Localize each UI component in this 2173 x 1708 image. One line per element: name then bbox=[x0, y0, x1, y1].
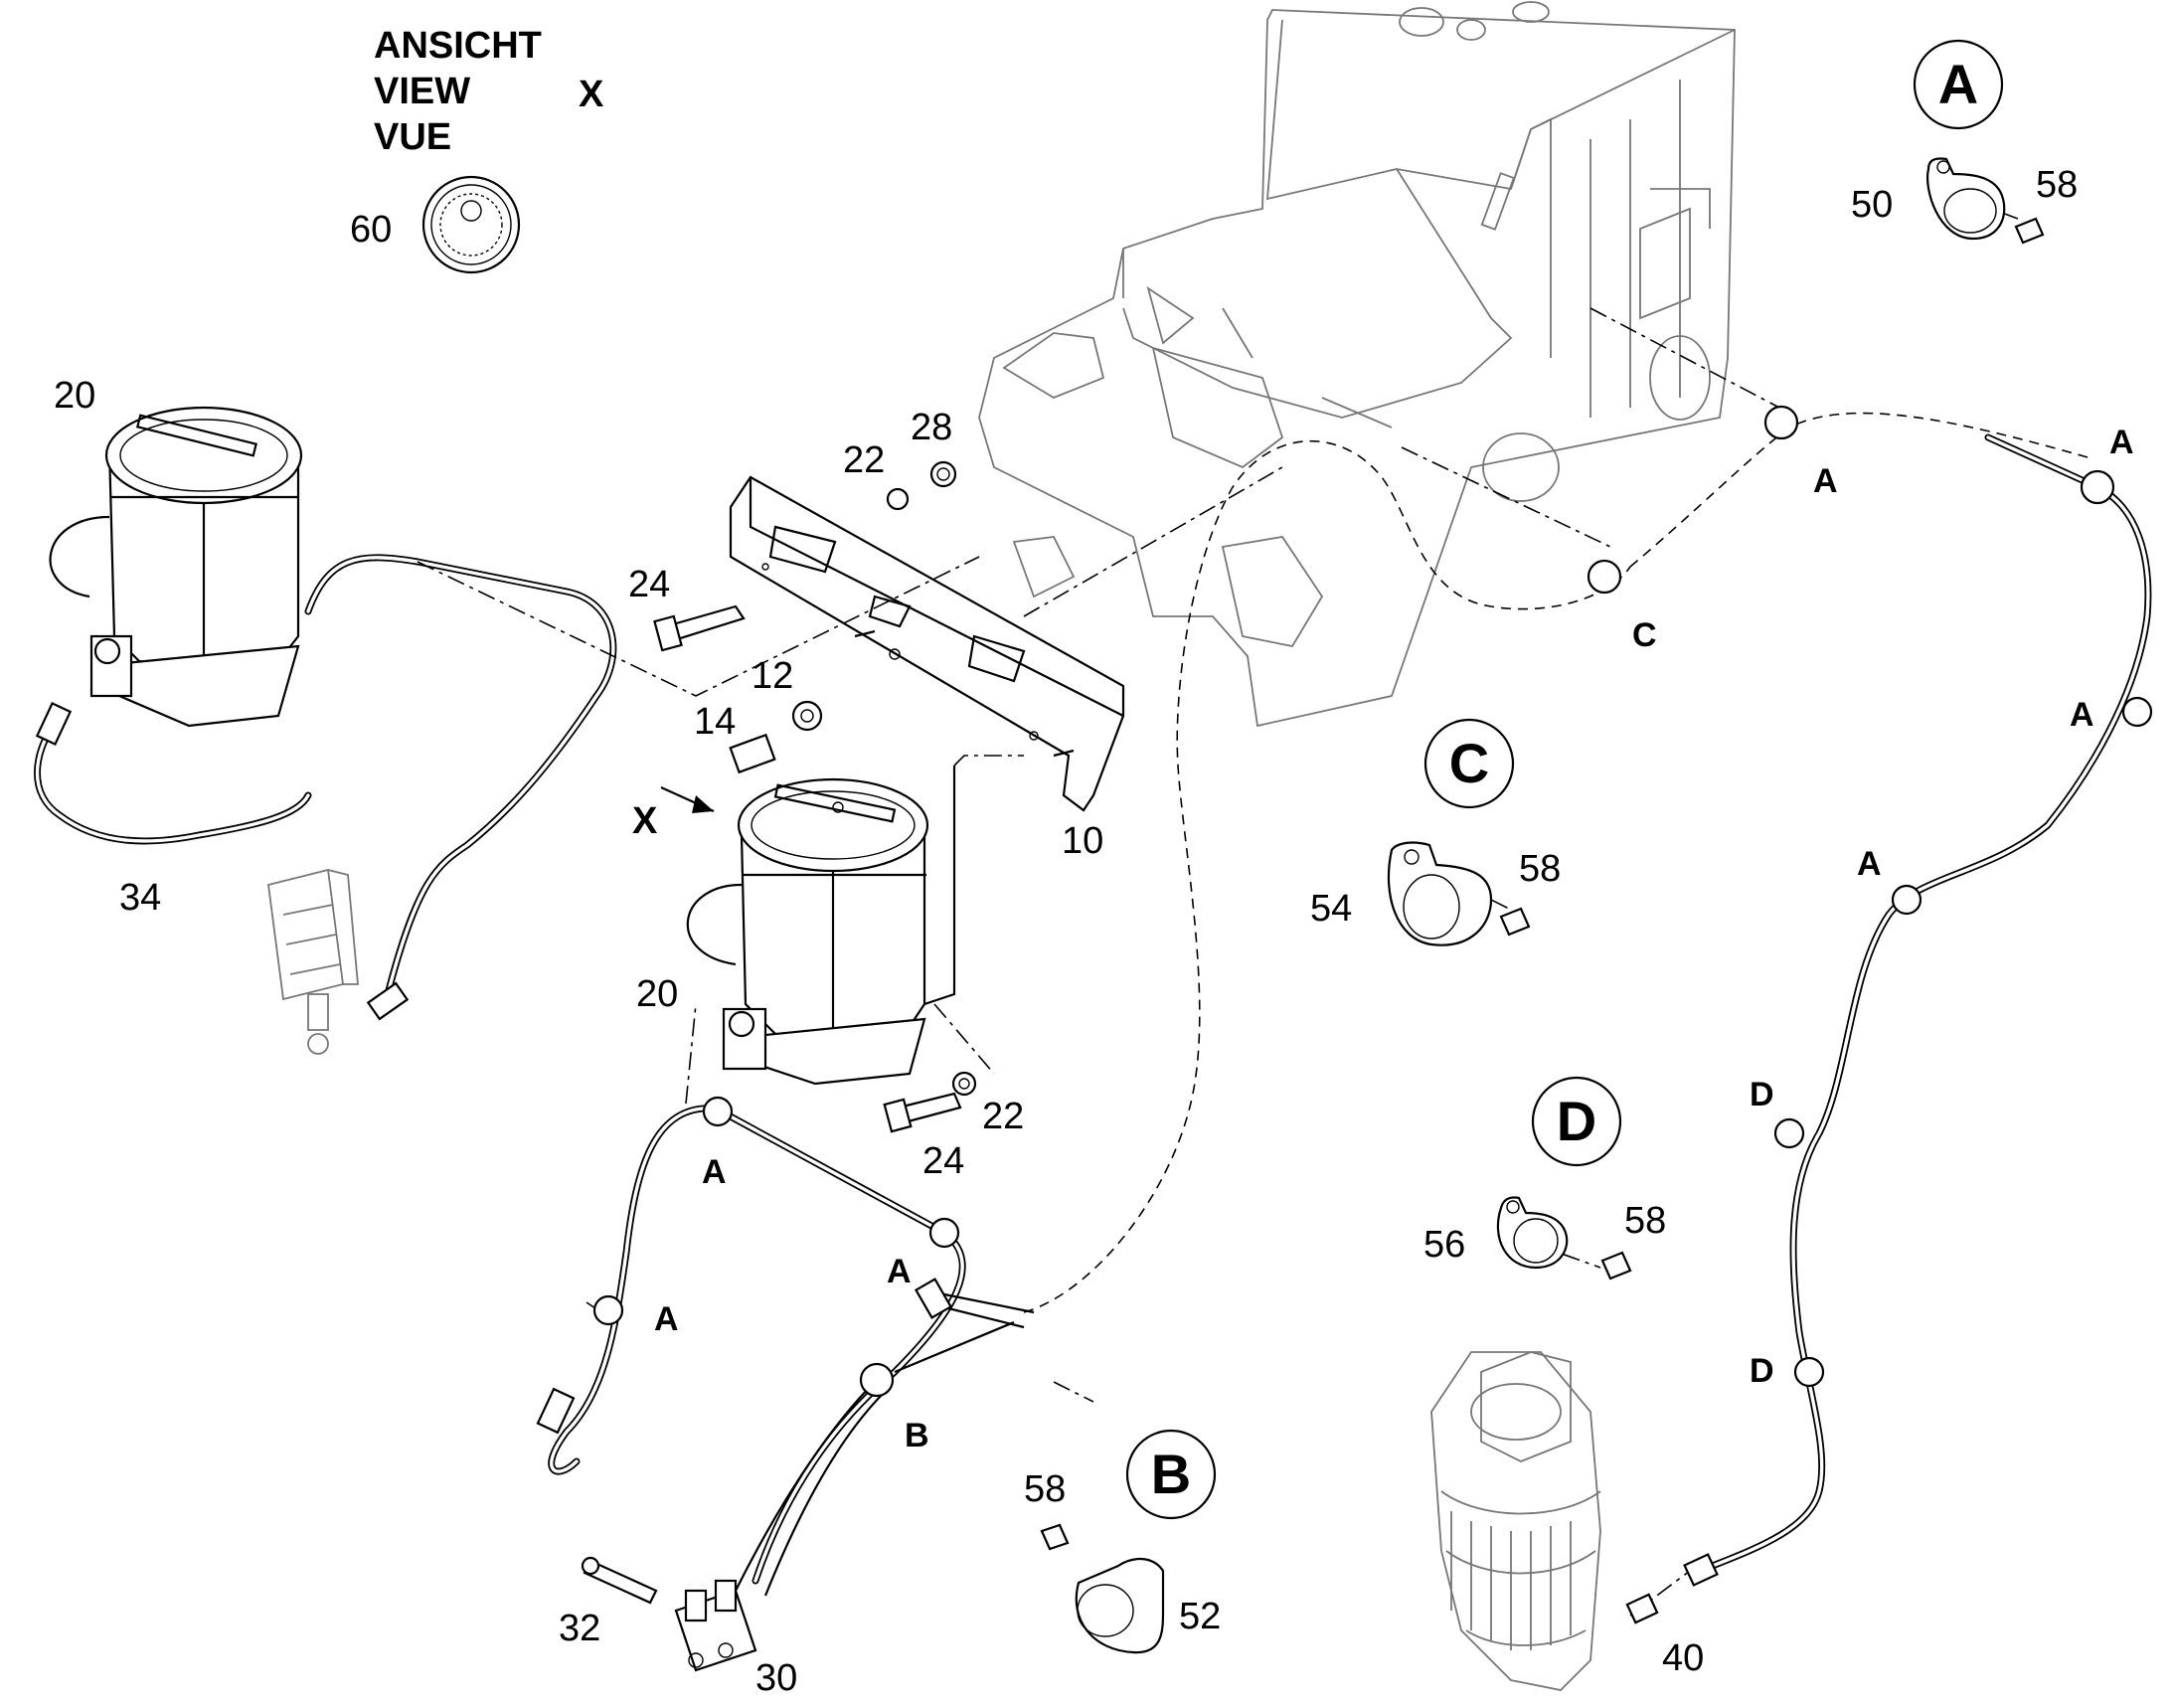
detail-letter-c: C bbox=[1449, 732, 1489, 794]
view-label-english: VIEW bbox=[374, 71, 470, 112]
part-32-bolt: 32 bbox=[559, 1556, 658, 1649]
part-number-30: 30 bbox=[755, 1657, 797, 1699]
clamp-label-a-right-1: A bbox=[2109, 424, 2134, 461]
detail-b: B 58 52 bbox=[1024, 1429, 1221, 1654]
part-number-14: 14 bbox=[694, 701, 736, 743]
part-number-10: 10 bbox=[1062, 820, 1103, 862]
part-number-58-b: 58 bbox=[1024, 1468, 1066, 1510]
left-hose-assembly: A A A B bbox=[536, 1096, 1035, 1597]
part-10-mounting-bracket: 10 bbox=[729, 475, 1125, 862]
leader-lines bbox=[417, 188, 2089, 1617]
clamp-label-a-right-3: A bbox=[2070, 696, 2094, 734]
detail-circle-c bbox=[1423, 718, 1515, 809]
view-arrow-x: X bbox=[632, 800, 658, 842]
part-number-24-bottom: 24 bbox=[922, 1140, 964, 1182]
part-number-34: 34 bbox=[119, 877, 161, 919]
clamp-label-d-1: D bbox=[1750, 1076, 1774, 1113]
part-30-connector: 30 bbox=[674, 1579, 797, 1699]
part-number-56: 56 bbox=[1423, 1224, 1465, 1266]
part-number-40: 40 bbox=[1662, 1637, 1704, 1679]
detail-circle-b bbox=[1125, 1429, 1217, 1520]
view-x-legend: ANSICHT VIEW VUE X bbox=[374, 25, 604, 158]
detail-c: C 54 58 bbox=[1310, 718, 1561, 946]
gearbox-drive: 40 bbox=[1430, 1351, 1704, 1691]
clamp-label-a-right-4: A bbox=[1857, 845, 1882, 883]
part-number-54: 54 bbox=[1310, 888, 1352, 930]
part-number-20-middle: 20 bbox=[636, 973, 678, 1015]
detail-a: A 50 58 bbox=[1851, 39, 2078, 245]
part-number-22-top: 22 bbox=[843, 439, 885, 481]
clamp-label-a-right-2: A bbox=[1813, 462, 1838, 500]
part-number-22-bottom: 22 bbox=[982, 1096, 1024, 1137]
right-hose-assembly bbox=[1625, 433, 2152, 1624]
part-number-32: 32 bbox=[559, 1608, 600, 1649]
view-label-french: VUE bbox=[374, 116, 451, 158]
part-number-12: 12 bbox=[752, 655, 793, 697]
detail-letter-d: D bbox=[1557, 1090, 1596, 1152]
part-number-58-d: 58 bbox=[1624, 1200, 1666, 1242]
view-marker-x: X bbox=[579, 74, 604, 115]
part-number-24-top: 24 bbox=[628, 564, 670, 605]
clamp-label-b-left: B bbox=[905, 1417, 929, 1454]
detail-letter-b: B bbox=[1151, 1443, 1191, 1505]
part-20-pump-middle: 20 X bbox=[632, 766, 956, 1086]
part-number-60: 60 bbox=[350, 209, 392, 251]
distributor-block bbox=[267, 868, 359, 1055]
part-20-pump-top: 20 bbox=[49, 375, 303, 728]
detail-d: D 56 58 bbox=[1423, 1076, 1666, 1281]
right-hose-clamps: A A A A C D D bbox=[1587, 405, 2153, 1390]
clamp-label-a-left-2: A bbox=[887, 1253, 912, 1290]
view-label-german: ANSICHT bbox=[374, 25, 542, 67]
bracket-fasteners: 22 28 24 12 14 bbox=[628, 407, 1075, 774]
clamp-label-c-right: C bbox=[1632, 616, 1657, 654]
detail-circle-d bbox=[1531, 1076, 1622, 1167]
pump-lower-fasteners: 22 24 bbox=[883, 1071, 1024, 1182]
clamp-label-a-left-1: A bbox=[702, 1153, 727, 1191]
clamp-label-d-2: D bbox=[1750, 1352, 1774, 1390]
part-60-gear-plate: 60 bbox=[350, 175, 521, 274]
machine-frame bbox=[978, 1, 1736, 728]
part-number-52: 52 bbox=[1179, 1596, 1221, 1637]
clamp-label-a-left-3: A bbox=[654, 1300, 679, 1338]
part-number-58-a: 58 bbox=[2036, 164, 2078, 206]
part-number-50: 50 bbox=[1851, 184, 1893, 226]
part-number-58-c: 58 bbox=[1519, 848, 1561, 890]
part-number-28: 28 bbox=[911, 407, 952, 448]
detail-letter-a: A bbox=[1938, 53, 1978, 115]
part-number-20-top: 20 bbox=[54, 375, 95, 417]
detail-circle-a bbox=[1913, 39, 2004, 130]
part-34-hose: 34 bbox=[34, 554, 617, 1021]
